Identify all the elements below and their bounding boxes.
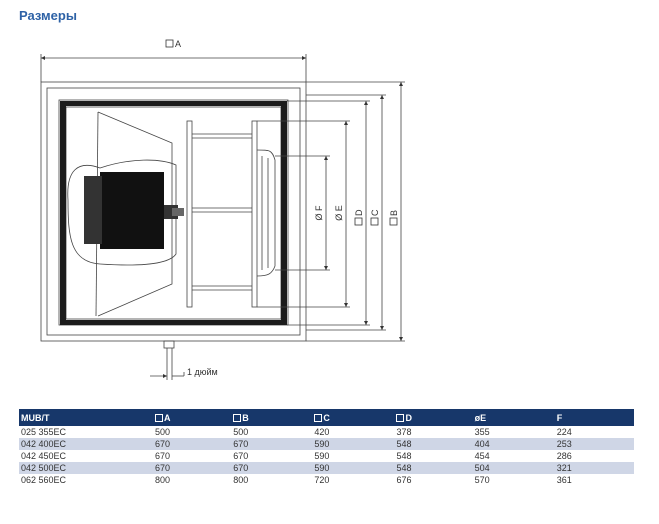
- svg-text:Ø E: Ø E: [334, 205, 344, 221]
- dim-a-label: A: [175, 39, 181, 49]
- table-cell: 454: [474, 451, 490, 461]
- table-cell: 420: [314, 427, 330, 437]
- column-header: A: [152, 409, 232, 426]
- table-cell: 361: [556, 475, 572, 485]
- table-cell: 500: [233, 427, 249, 437]
- left-wall: [60, 101, 66, 325]
- table-cell: 253: [554, 438, 634, 450]
- top-wall: [60, 101, 287, 106]
- motor: [100, 172, 164, 249]
- table-cell: 504: [472, 462, 555, 474]
- table-cell: 800: [233, 475, 249, 485]
- column-header: F: [554, 409, 634, 426]
- column-header: C: [312, 409, 395, 426]
- table-cell: 548: [396, 451, 412, 461]
- dim-c-label: C: [370, 209, 380, 216]
- table-cell: 404: [472, 438, 555, 450]
- svg-text:Ø F: Ø F: [314, 205, 324, 221]
- table-cell: 548: [394, 438, 473, 450]
- dim-b-label: B: [389, 210, 399, 216]
- table-cell: 590: [312, 462, 395, 474]
- table-cell: 286: [556, 451, 572, 461]
- table-cell: 590: [314, 451, 330, 461]
- page-title: Размеры: [19, 8, 77, 23]
- dim-f-label: F: [314, 205, 324, 211]
- table-cell: 670: [152, 462, 232, 474]
- table-cell: 500: [154, 427, 171, 437]
- table-cell: 042 450EC: [21, 451, 67, 461]
- fan-dimension-drawing: A Ø F Ø E D C B 1 дюйм: [40, 39, 405, 380]
- right-wall: [281, 101, 287, 325]
- table-cell: 670: [231, 462, 313, 474]
- table-cell: 670: [154, 451, 171, 461]
- table-cell: 321: [554, 462, 634, 474]
- table-cell: 676: [396, 475, 412, 485]
- table-cell: 670: [152, 438, 232, 450]
- column-header: øE: [472, 409, 555, 426]
- dim-d-label: D: [354, 209, 364, 216]
- table-row: 025 355EC 500 500 420 378 355 224: [19, 426, 634, 438]
- column-header: D: [394, 409, 473, 426]
- table-cell: 670: [233, 451, 249, 461]
- table-cell: 042 500EC: [19, 462, 153, 474]
- table-cell: 548: [394, 462, 473, 474]
- table-cell: 025 355EC: [21, 427, 67, 437]
- table-cell: 355: [474, 427, 490, 437]
- table-cell: 720: [314, 475, 330, 485]
- table-cell: 670: [231, 438, 313, 450]
- dim-e-label: E: [334, 205, 344, 211]
- table-cell: 062 560EC: [21, 475, 67, 485]
- column-header: MUB/T: [19, 409, 153, 426]
- column-header: B: [231, 409, 313, 426]
- table-cell: 378: [396, 427, 412, 437]
- table-cell: 570: [474, 475, 490, 485]
- table-cell: 590: [312, 438, 395, 450]
- table-row: 042 450EC 670 670 590 548 454 286: [19, 450, 634, 462]
- inch-label: 1 дюйм: [187, 367, 218, 377]
- table-row: 062 560EC 800 800 720 676 570 361: [19, 474, 634, 486]
- table-cell: 042 400EC: [19, 438, 153, 450]
- bottom-wall: [60, 320, 287, 325]
- table-cell: 800: [154, 475, 171, 485]
- table-cell: 224: [556, 427, 572, 437]
